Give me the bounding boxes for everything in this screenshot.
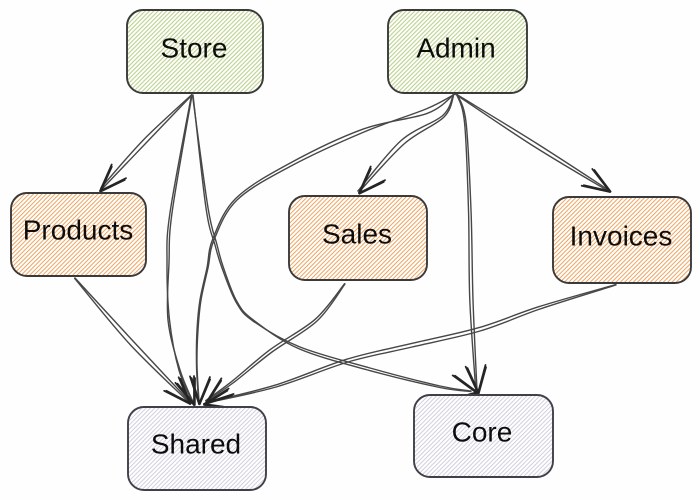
svg-text:Core: Core — [452, 417, 513, 448]
svg-text:Admin: Admin — [416, 33, 495, 64]
svg-text:Sales: Sales — [322, 219, 392, 250]
svg-text:Invoices: Invoices — [570, 221, 673, 252]
svg-text:Store: Store — [161, 33, 228, 64]
svg-text:Shared: Shared — [151, 429, 241, 460]
svg-text:Products: Products — [23, 215, 134, 246]
